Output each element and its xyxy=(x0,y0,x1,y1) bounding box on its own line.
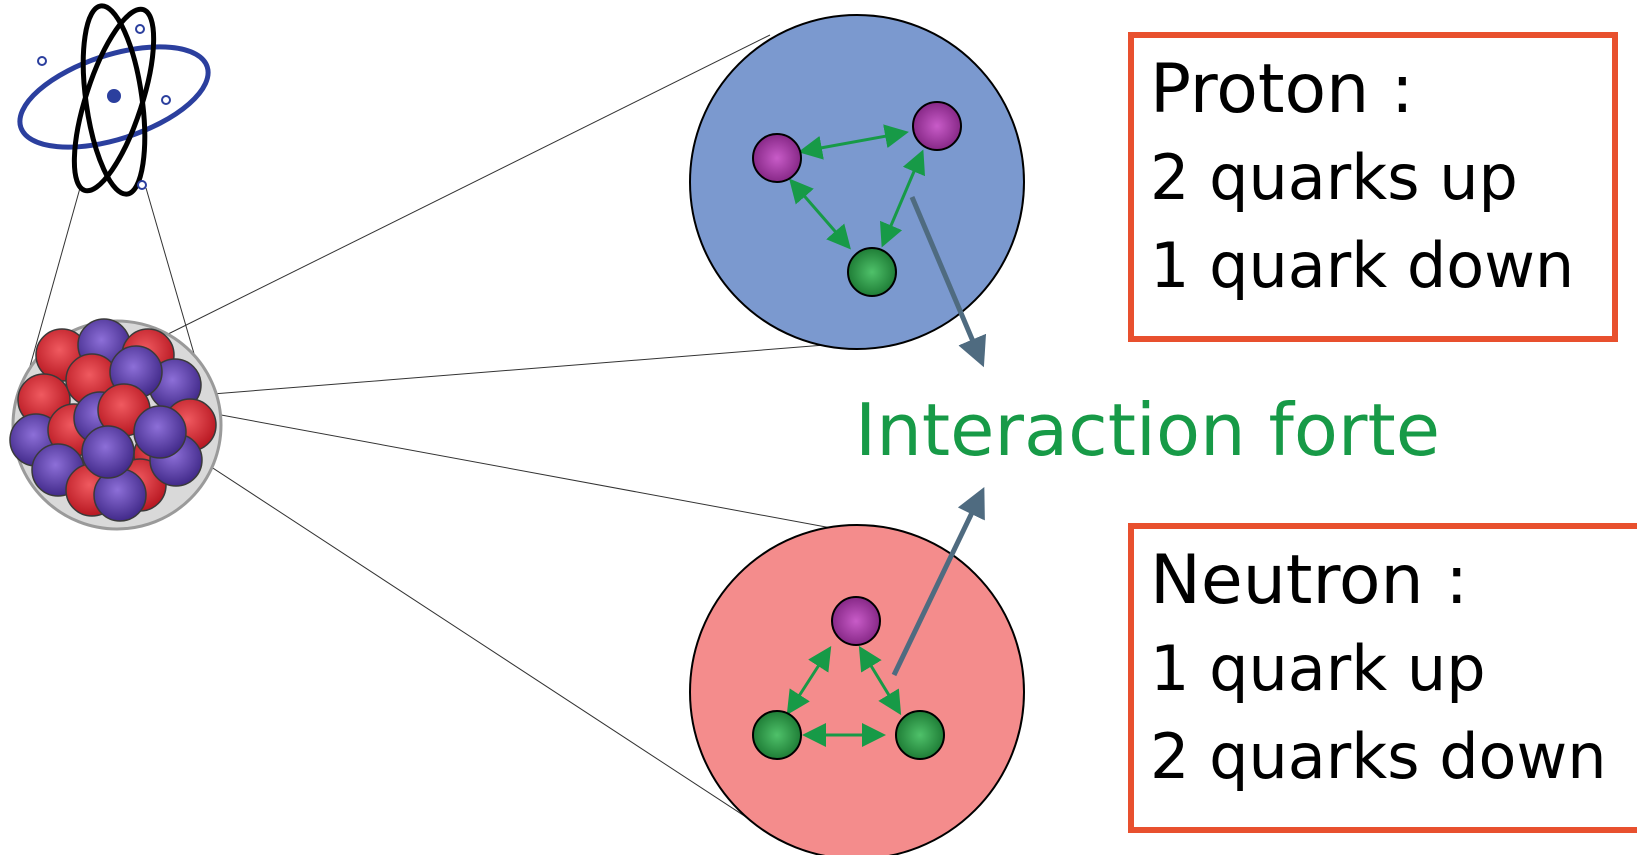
guide-line xyxy=(199,342,851,396)
neutron-title: Neutron : xyxy=(1150,541,1469,620)
proton-diagram xyxy=(689,14,1025,350)
quark-down xyxy=(847,247,897,297)
proton-info-box: Proton : 2 quarks up 1 quark down xyxy=(1128,32,1618,342)
guide-line xyxy=(169,439,776,837)
quark-down xyxy=(895,710,945,760)
guide-line xyxy=(139,34,771,349)
quark-up xyxy=(912,101,962,151)
proton-title: Proton : xyxy=(1150,50,1414,129)
zoom-guide-lines xyxy=(19,34,881,837)
pointer-arrow-neutron xyxy=(891,486,985,677)
neutron-diagram xyxy=(689,524,1025,855)
interaction-label: Interaction forte xyxy=(855,388,1441,472)
pointer-arrows xyxy=(891,196,987,677)
neutron-line: 2 quarks down xyxy=(1150,720,1607,793)
proton-line: 1 quark down xyxy=(1150,229,1575,302)
pointer-arrow-proton xyxy=(909,196,987,368)
gluon-arrows xyxy=(786,645,902,747)
neutron-info-box: Neutron : 1 quark up 2 quarks down xyxy=(1128,523,1637,833)
gluon-arrows xyxy=(789,124,925,250)
neutron-line: 1 quark up xyxy=(1150,632,1486,705)
proton-circle xyxy=(689,14,1025,350)
quark-down xyxy=(752,710,802,760)
quark-up xyxy=(831,596,881,646)
quark-up xyxy=(752,133,802,183)
guide-line xyxy=(204,411,881,538)
atom-icon xyxy=(17,3,211,197)
proton-line: 2 quarks up xyxy=(1150,141,1518,214)
neutron-circle xyxy=(689,524,1025,855)
nucleus-icon xyxy=(9,318,223,531)
